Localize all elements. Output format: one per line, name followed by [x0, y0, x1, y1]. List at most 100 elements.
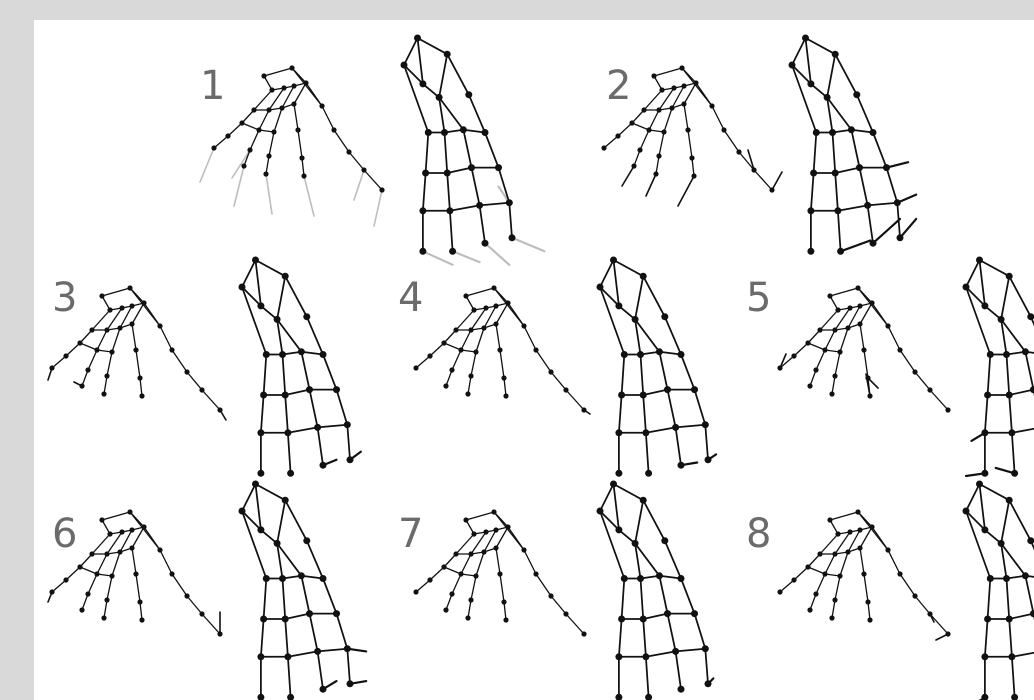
- joint-point: [252, 256, 259, 263]
- joint-point: [465, 391, 470, 396]
- joint-point: [419, 80, 426, 87]
- bone-segment: [985, 619, 988, 657]
- joint-point: [832, 327, 837, 332]
- joint-point: [257, 653, 264, 660]
- joint-point: [503, 617, 508, 622]
- joint-point: [493, 321, 498, 326]
- joint-point: [869, 300, 874, 305]
- bone-segment: [439, 54, 447, 97]
- joint-point: [857, 303, 862, 308]
- joint-point: [279, 105, 284, 110]
- bone-segment: [676, 427, 681, 465]
- joint-point: [104, 551, 109, 556]
- bone-segment: [259, 110, 269, 130]
- bone-segment: [444, 554, 456, 567]
- motion-trail-line: [304, 176, 314, 216]
- joint-point: [483, 305, 488, 310]
- joint-point: [427, 353, 432, 358]
- bone-segment: [830, 512, 858, 520]
- bone-segment: [566, 614, 584, 634]
- joint-point: [857, 527, 862, 532]
- joint-point: [481, 549, 486, 554]
- bone-segment: [988, 355, 991, 396]
- joint-point: [788, 61, 795, 68]
- joint-point: [927, 387, 932, 392]
- bone-segment: [840, 552, 848, 576]
- joint-point: [864, 202, 871, 209]
- bone-segment: [664, 108, 672, 132]
- bone-segment: [322, 106, 334, 130]
- hand-front-4: [600, 260, 800, 460]
- bone-segment: [659, 132, 664, 156]
- joint-point: [642, 429, 649, 436]
- joint-point: [441, 129, 448, 136]
- joint-point: [319, 103, 324, 108]
- bone-segment: [471, 352, 476, 376]
- bone-segment: [930, 614, 948, 634]
- bone-segment: [676, 649, 706, 652]
- bone-segment: [266, 156, 269, 174]
- joint-point: [855, 509, 860, 514]
- joint-point: [284, 429, 291, 436]
- motion-trail-line: [374, 190, 382, 226]
- joint-point: [473, 349, 478, 354]
- hand-side-6: [52, 512, 252, 700]
- joint-point: [419, 248, 426, 255]
- joint-point: [413, 589, 418, 594]
- joint-point: [822, 347, 827, 352]
- joint-point: [640, 273, 647, 280]
- joint-point: [807, 207, 814, 214]
- joint-point: [241, 163, 246, 168]
- joint-point: [453, 327, 458, 332]
- joint-point: [491, 285, 496, 290]
- bone-segment: [160, 550, 172, 574]
- bone-segment: [92, 310, 110, 330]
- bone-segment: [318, 425, 348, 428]
- bone-segment: [668, 614, 676, 652]
- joint-point: [981, 302, 988, 309]
- bone-segment: [646, 433, 649, 474]
- bone-segment: [915, 372, 930, 390]
- joint-point: [279, 351, 286, 358]
- joint-point: [503, 393, 508, 398]
- joint-point: [721, 127, 726, 132]
- joint-point: [845, 549, 850, 554]
- joint-point: [251, 107, 256, 112]
- bone-segment: [857, 95, 873, 133]
- joint-point: [1011, 694, 1018, 700]
- joint-point: [287, 694, 294, 700]
- bone-segment: [499, 168, 510, 203]
- bone-segment: [264, 579, 267, 620]
- joint-point: [129, 527, 134, 532]
- joint-point: [615, 302, 622, 309]
- bone-segment: [416, 580, 430, 592]
- bone-segment: [692, 158, 694, 176]
- bone-segment: [307, 317, 323, 355]
- joint-point: [621, 575, 628, 582]
- joint-point: [656, 348, 663, 355]
- bone-segment: [466, 288, 494, 296]
- bone-segment: [444, 330, 456, 343]
- joint-point: [444, 169, 451, 176]
- joint-point: [845, 325, 850, 330]
- joint-point: [289, 65, 294, 70]
- bone-segment: [294, 104, 298, 130]
- bone-segment: [915, 596, 930, 614]
- joint-point: [1022, 572, 1029, 579]
- bone-segment: [310, 614, 318, 652]
- joint-point: [1030, 386, 1034, 393]
- bone-segment: [318, 649, 348, 652]
- bone-segment: [966, 260, 980, 287]
- joint-point: [1006, 273, 1013, 280]
- bone-segment: [851, 130, 859, 168]
- bone-segment: [456, 310, 474, 330]
- joint-point: [832, 373, 837, 378]
- joint-point: [473, 573, 478, 578]
- figure-canvas: 1 2 3 4 5 6 7 8: [34, 20, 1034, 700]
- bone-segment: [471, 576, 476, 600]
- hand-front-8: [966, 484, 1034, 684]
- bone-segment: [644, 90, 662, 110]
- joint-point: [834, 207, 841, 214]
- bone-segment: [140, 378, 142, 396]
- joint-point: [298, 348, 305, 355]
